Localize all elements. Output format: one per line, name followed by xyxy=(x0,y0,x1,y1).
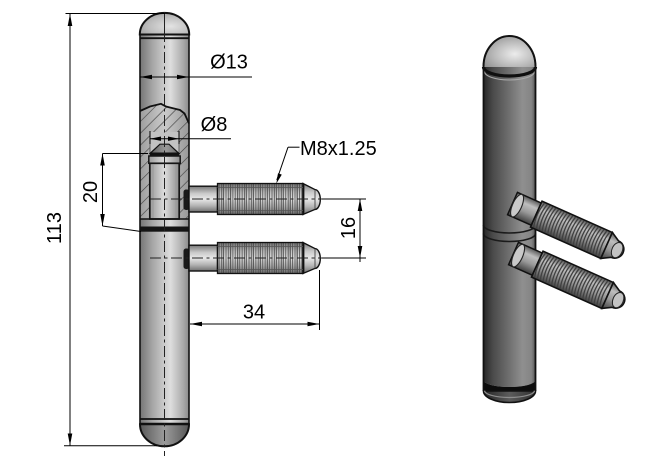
svg-text:M8x1.25: M8x1.25 xyxy=(300,138,377,160)
svg-text:Ø13: Ø13 xyxy=(210,52,248,74)
svg-text:34: 34 xyxy=(243,302,265,324)
svg-text:16: 16 xyxy=(338,217,360,239)
svg-text:20: 20 xyxy=(80,181,102,203)
svg-text:Ø8: Ø8 xyxy=(201,114,228,136)
svg-text:113: 113 xyxy=(44,212,66,244)
